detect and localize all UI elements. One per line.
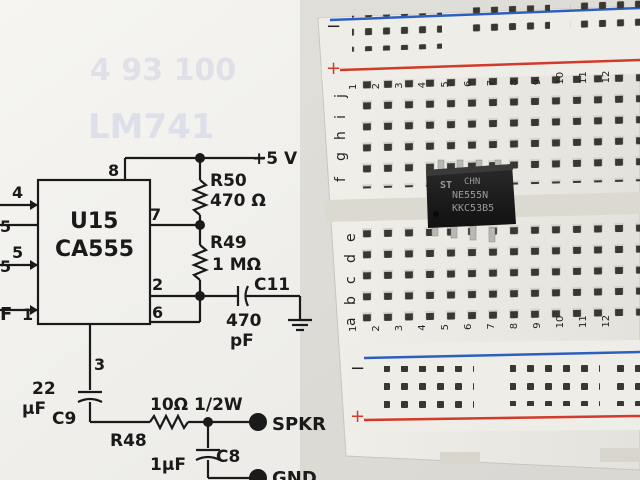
col-number-bottom-9: 9 <box>532 322 543 328</box>
col-number-bottom-10: 10 <box>555 316 566 329</box>
rail-blue-bottom <box>363 350 640 360</box>
col-number-top-4: 4 <box>417 82 428 88</box>
supply-label: +5 V <box>252 149 298 169</box>
col-number-top-1: 1 <box>348 84 359 90</box>
left-label-1: 5 <box>0 217 11 236</box>
pin-5: 5 <box>12 243 23 262</box>
row-letter-i: i <box>333 115 349 119</box>
junction-dots <box>195 153 267 480</box>
col-number-bottom-2: 2 <box>371 325 382 331</box>
c9-value-2: μF <box>22 399 46 419</box>
row-letter-e: e <box>343 233 359 242</box>
ic-line-2: NE555N <box>452 190 488 201</box>
c8-value: 1μF <box>150 455 186 475</box>
col-number-top-8: 8 <box>509 79 520 85</box>
row-letter-b: b <box>343 296 359 305</box>
col-number-top-5: 5 <box>440 81 451 87</box>
row-letter-d: d <box>343 254 359 263</box>
r48-name: R48 <box>110 431 147 451</box>
rail-red-bottom <box>363 414 640 422</box>
col-number-top-7: 7 <box>486 80 497 86</box>
row-letter-h: h <box>333 131 349 140</box>
rail-plus-top: + <box>326 58 341 79</box>
c11-value-1: 470 <box>226 311 262 331</box>
col-number-bottom-8: 8 <box>509 323 520 329</box>
pin-3: 3 <box>94 355 105 374</box>
col-number-bottom-7: 7 <box>486 323 497 329</box>
rail-minus-bottom: − <box>350 358 365 379</box>
col-number-top-10: 10 <box>555 72 566 85</box>
col-number-bottom-11: 11 <box>578 315 589 328</box>
col-number-bottom-5: 5 <box>440 324 451 330</box>
breadboard: − + − + <box>317 0 640 471</box>
spkr-label: SPKR <box>272 414 326 435</box>
rail-red-top <box>339 58 640 72</box>
pin-2: 2 <box>152 275 163 294</box>
row-letters: f g h i j a b c d e <box>333 94 359 326</box>
col-number-bottom-3: 3 <box>394 325 405 331</box>
pin-4: 4 <box>12 183 23 202</box>
left-label-3: F <box>0 304 12 325</box>
left-label-2: 5 <box>0 257 11 276</box>
input-arrows <box>30 200 38 315</box>
col-number-top-2: 2 <box>371 83 382 89</box>
pin-8: 8 <box>108 161 119 180</box>
c11-value-2: pF <box>230 331 254 351</box>
col-number-top-11: 11 <box>578 71 589 84</box>
pin-1: 1 <box>22 305 33 324</box>
r50-name: R50 <box>210 171 247 191</box>
ic-line-3: KKC53B5 <box>452 203 494 214</box>
ic-logo: ST <box>440 180 452 191</box>
row-letter-j: j <box>333 94 349 99</box>
rail-plus-bottom: + <box>350 406 365 427</box>
ic-555-symbol <box>36 178 152 326</box>
ne555-chip: ST CHN NE555N KKC53B5 <box>426 159 516 243</box>
r50-value: 470 Ω <box>210 191 266 211</box>
pin-6: 6 <box>152 303 163 322</box>
c9-name: C9 <box>52 409 76 429</box>
ic-line-1: CHN <box>464 177 480 187</box>
col-number-top-6: 6 <box>463 81 474 87</box>
row-letter-a: a <box>343 317 359 326</box>
c8-name: C8 <box>216 447 240 467</box>
col-number-top-3: 3 <box>394 82 405 88</box>
row-letter-c: c <box>343 276 359 284</box>
col-number-top-12: 12 <box>601 71 612 84</box>
row-letter-f: f <box>333 176 349 182</box>
c11-name: C11 <box>254 275 290 295</box>
r48-value: 10Ω 1/2W <box>150 395 243 415</box>
col-number-bottom-6: 6 <box>463 324 474 330</box>
row-letter-g: g <box>333 152 349 161</box>
faint-text-1: 4 93 100 <box>90 53 236 88</box>
chip-part-label: CA555 <box>55 237 134 262</box>
pin-7: 7 <box>150 205 161 224</box>
r49-name: R49 <box>210 233 247 253</box>
col-number-top-9: 9 <box>532 79 543 85</box>
col-number-bottom-4: 4 <box>417 324 428 330</box>
chip-id-label: U15 <box>70 209 118 234</box>
schematic <box>0 156 312 480</box>
faint-text-2: LM741 <box>88 107 214 147</box>
r49-value: 1 MΩ <box>212 255 261 275</box>
col-number-bottom-12: 12 <box>601 315 612 328</box>
rail-minus-top: − <box>326 16 341 37</box>
c9-value-1: 22 <box>32 379 56 399</box>
gnd-label: GND <box>272 468 317 480</box>
col-number-bottom-1: 1 <box>348 326 359 332</box>
